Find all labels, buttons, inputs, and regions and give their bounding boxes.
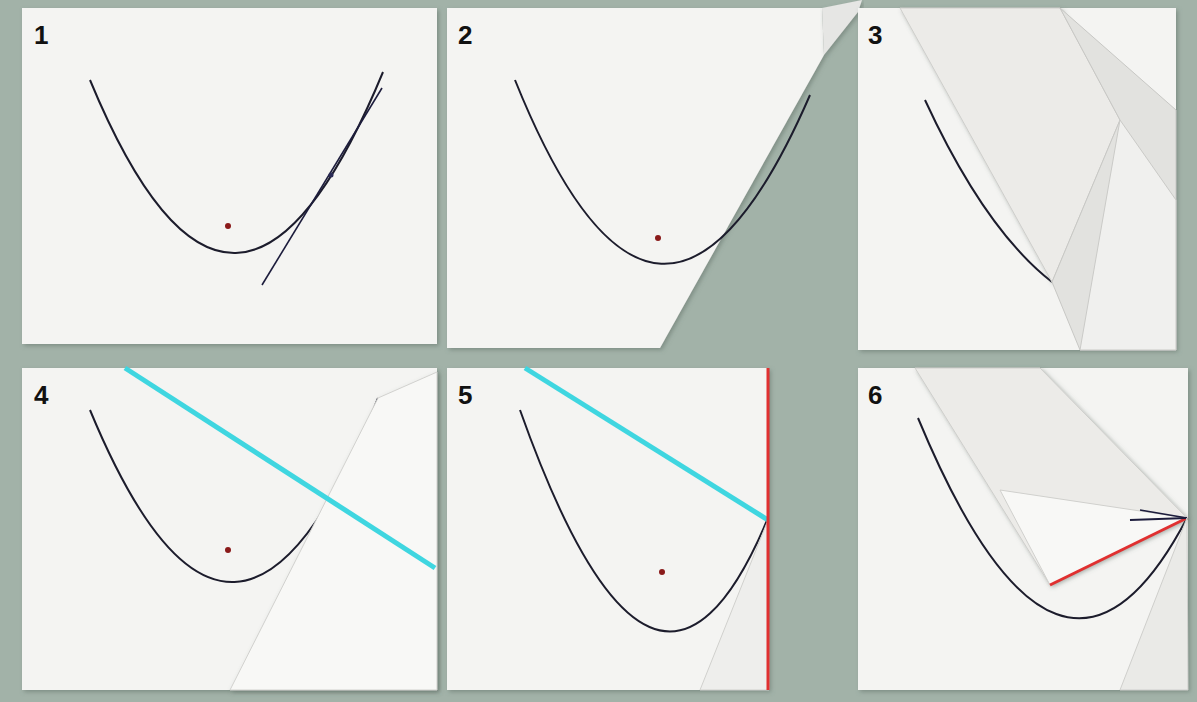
panel-six bbox=[858, 368, 1188, 690]
panel-one bbox=[22, 8, 437, 344]
panel-five bbox=[447, 368, 769, 690]
panel-two bbox=[447, 0, 862, 348]
panel-four bbox=[22, 368, 437, 690]
panel-number: 5 bbox=[458, 382, 472, 408]
panel-three bbox=[858, 8, 1176, 350]
panel-number: 3 bbox=[868, 22, 882, 48]
panel-number: 1 bbox=[34, 22, 48, 48]
panel-number: 6 bbox=[868, 382, 882, 408]
panel-number: 2 bbox=[458, 22, 472, 48]
panel-number: 4 bbox=[34, 382, 48, 408]
